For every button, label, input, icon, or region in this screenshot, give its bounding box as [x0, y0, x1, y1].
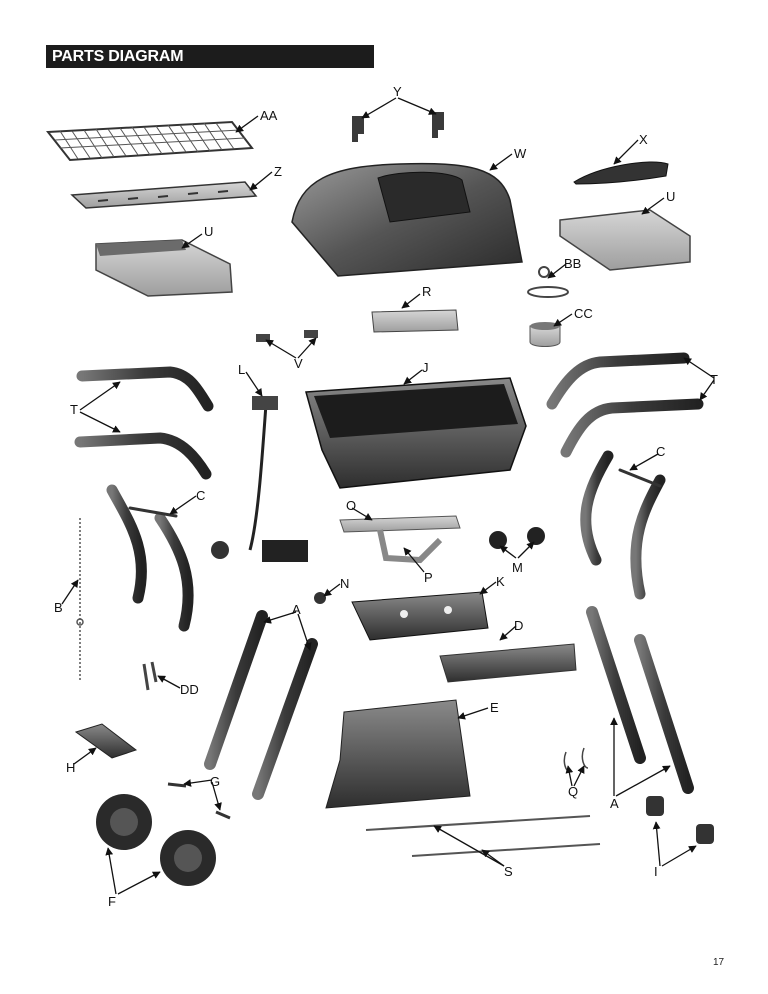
label-dd: DD: [180, 682, 199, 697]
section-title: PARTS DIAGRAM: [46, 45, 374, 68]
label-q: Q: [568, 784, 578, 799]
burner-tube: [339, 515, 461, 564]
left-side-shelf: [95, 239, 233, 297]
label-e: E: [490, 700, 499, 715]
label-u-right: U: [666, 189, 675, 204]
label-bb: BB: [564, 256, 581, 271]
label-w: W: [514, 146, 527, 161]
label-f: F: [108, 894, 116, 909]
label-aa: AA: [260, 108, 278, 123]
label-a-right: A: [610, 796, 619, 811]
match-holder-chain: [76, 518, 84, 680]
label-o: O: [346, 498, 356, 513]
lower-legs-right: [586, 606, 694, 794]
label-i: I: [654, 864, 658, 879]
label-v: V: [294, 356, 303, 371]
label-r: R: [422, 284, 431, 299]
label-l: L: [238, 362, 245, 377]
lower-legs-left: [204, 610, 318, 800]
lid-hinges: [352, 112, 444, 142]
right-leg-frame: [580, 450, 666, 600]
label-h: H: [66, 760, 75, 775]
left-leg-frame: [106, 484, 194, 632]
label-cc: CC: [574, 306, 593, 321]
heat-shield: [371, 309, 459, 333]
mounting-brackets: [256, 330, 318, 342]
control-panel: [351, 591, 489, 641]
heat-plate: [70, 181, 258, 209]
axle-bolts: [167, 782, 231, 820]
tank-bracket: [74, 723, 138, 759]
page-number: 17: [713, 957, 725, 968]
left-top-tubes: [74, 366, 214, 480]
lid-handle: [573, 161, 669, 185]
label-u-left: U: [204, 224, 213, 239]
label-b: B: [54, 600, 63, 615]
label-c-right: C: [656, 444, 665, 459]
label-m: M: [512, 560, 523, 575]
label-p: P: [424, 570, 433, 585]
label-d: D: [514, 618, 523, 633]
igniter: [314, 592, 326, 604]
label-c-left: C: [196, 488, 205, 503]
firebox: [305, 377, 527, 489]
label-t-right: T: [710, 372, 718, 387]
label-y: Y: [393, 84, 402, 99]
support-rods: [365, 815, 601, 857]
wheels: [96, 794, 216, 886]
base-panel: [325, 699, 471, 809]
label-k: K: [496, 574, 505, 589]
grill-lid: [291, 162, 523, 277]
label-j: J: [422, 360, 429, 375]
grease-cup-hook: [527, 266, 569, 298]
right-top-tubes: [546, 352, 704, 458]
label-a-left: A: [292, 602, 301, 617]
leg-caps: [646, 796, 714, 844]
grease-cup: [529, 322, 561, 347]
label-z: Z: [274, 164, 282, 179]
label-t-left: T: [70, 402, 78, 417]
valve-regulator: [211, 396, 308, 562]
label-g: G: [210, 774, 220, 789]
hook-part: [142, 661, 158, 691]
right-side-shelf: [559, 209, 691, 271]
control-knobs: [489, 527, 545, 549]
bottom-panel: [439, 643, 577, 683]
label-x: X: [639, 132, 648, 147]
label-s: S: [504, 864, 513, 879]
cooking-grate: [46, 120, 254, 162]
label-n: N: [340, 576, 349, 591]
leader-arrows: [61, 97, 715, 895]
